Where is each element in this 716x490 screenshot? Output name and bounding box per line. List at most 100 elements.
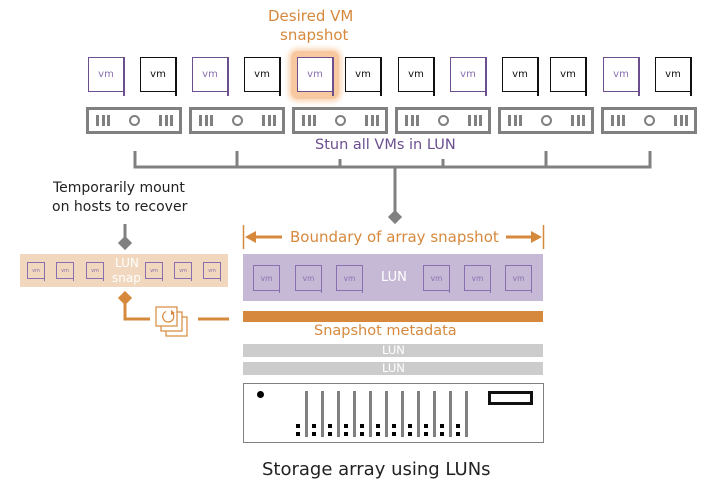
vm-label: vm: [98, 69, 114, 80]
lun-snap-vm-box: vm: [86, 262, 104, 281]
lun-vm-box: vm: [295, 265, 322, 293]
power-button-icon: [232, 115, 243, 126]
drive-slot-icon: [344, 384, 358, 441]
boundary-label: Boundary of array snapshot: [290, 228, 499, 246]
vm-label: vm: [302, 273, 315, 283]
vent-bars-icon: [199, 115, 213, 126]
vm-label: vm: [150, 69, 166, 80]
lun-vm-box: vm: [253, 265, 280, 293]
vent-bars-icon: [468, 115, 482, 126]
drive-slot-icon: [296, 384, 310, 441]
host-server-icon: [292, 107, 388, 134]
vm-label: vm: [32, 267, 40, 274]
caption: Storage array using LUNs: [262, 459, 491, 480]
host-server-icon: [498, 107, 594, 134]
vm-box: vm: [603, 56, 640, 96]
vent-bars-icon: [405, 115, 419, 126]
drive-slot-icon: [392, 384, 406, 441]
lun-snap-vm-box: vm: [203, 262, 221, 281]
power-button-icon: [335, 115, 346, 126]
vm-label: vm: [91, 267, 99, 274]
power-button-icon: [129, 115, 140, 126]
vm-box: vm: [192, 56, 229, 96]
desired-vm-label-line2: snapshot: [280, 26, 349, 44]
led-dot-icon: [257, 391, 264, 398]
storage-array: [243, 383, 544, 443]
vent-bars-icon: [571, 115, 585, 126]
vm-label: vm: [408, 69, 424, 80]
vm-box: vm: [244, 56, 281, 96]
vm-label: vm: [430, 273, 443, 283]
vent-bars-icon: [159, 115, 173, 126]
vm-box: vm: [140, 56, 177, 96]
vent-bars-icon: [611, 115, 625, 126]
vm-label: vm: [355, 69, 371, 80]
lun-bar-2-label: LUN: [382, 361, 405, 375]
snapshot-metadata-label: Snapshot metadata: [314, 323, 457, 339]
vm-label: vm: [202, 69, 218, 80]
vm-label: vm: [343, 273, 356, 283]
vm-label: vm: [307, 69, 323, 80]
vm-label: vm: [512, 69, 528, 80]
vm-box: vm: [398, 56, 435, 96]
lun-vm-box: vm: [423, 265, 450, 293]
vm-box: vm: [655, 56, 692, 96]
stun-bracket: [133, 151, 652, 212]
snapshot-restore-icon: [155, 306, 188, 337]
vm-box: vm: [502, 56, 539, 96]
lun-snap-vm-box: vm: [56, 262, 74, 281]
vent-bars-icon: [508, 115, 522, 126]
power-button-icon: [644, 115, 655, 126]
vent-bars-icon: [365, 115, 379, 126]
lun-bar-1-label: LUN: [382, 343, 405, 357]
drive-slot-icon: [328, 384, 342, 441]
vent-bars-icon: [262, 115, 276, 126]
vm-box-desired: vm: [297, 56, 334, 96]
lun-vm-box: vm: [464, 265, 491, 293]
drive-slot-icon: [376, 384, 390, 441]
mount-label-line1: Temporarily mount: [53, 180, 185, 196]
recover-path: [123, 300, 229, 321]
drive-slot-icon: [408, 384, 422, 441]
vm-label: vm: [179, 267, 187, 274]
display-panel-icon: [488, 391, 533, 405]
recover-diamond: [117, 290, 133, 306]
lun-snap-vm-box: vm: [27, 262, 45, 281]
lun-bar-2: LUN: [243, 361, 543, 375]
vm-label: vm: [613, 69, 629, 80]
vm-box: vm: [550, 56, 587, 96]
vm-box: vm: [88, 56, 125, 96]
lun-bar-1: LUN: [243, 343, 543, 357]
host-server-icon: [601, 107, 697, 134]
vent-bars-icon: [674, 115, 688, 126]
lun-snap-label-line2: snap: [112, 271, 141, 285]
stun-label: Stun all VMs in LUN: [315, 137, 456, 153]
lun-vm-box: vm: [505, 265, 532, 293]
lun-snap-vm-box: vm: [174, 262, 192, 281]
host-server-icon: [86, 107, 182, 134]
vm-label: vm: [512, 273, 525, 283]
drive-slot-icon: [424, 384, 438, 441]
vm-label: vm: [150, 267, 158, 274]
host-server-icon: [189, 107, 285, 134]
host-server-icon: [395, 107, 491, 134]
vm-label: vm: [665, 69, 681, 80]
vent-bars-icon: [96, 115, 110, 126]
lun-snap-vm-box: vm: [145, 262, 163, 281]
vm-label: vm: [560, 69, 576, 80]
vent-bars-icon: [302, 115, 316, 126]
mount-label-line2: on hosts to recover: [52, 199, 188, 215]
lun-vm-box: vm: [336, 265, 363, 293]
power-button-icon: [541, 115, 552, 126]
trunk-diamond: [387, 209, 403, 225]
vm-label: vm: [208, 267, 216, 274]
vm-label: vm: [260, 273, 273, 283]
drive-slot-icon: [456, 384, 470, 441]
snapshot-metadata-bar: [243, 311, 543, 322]
drive-slot-icon: [440, 384, 454, 441]
vm-label: vm: [254, 69, 270, 80]
vm-label: vm: [61, 267, 69, 274]
